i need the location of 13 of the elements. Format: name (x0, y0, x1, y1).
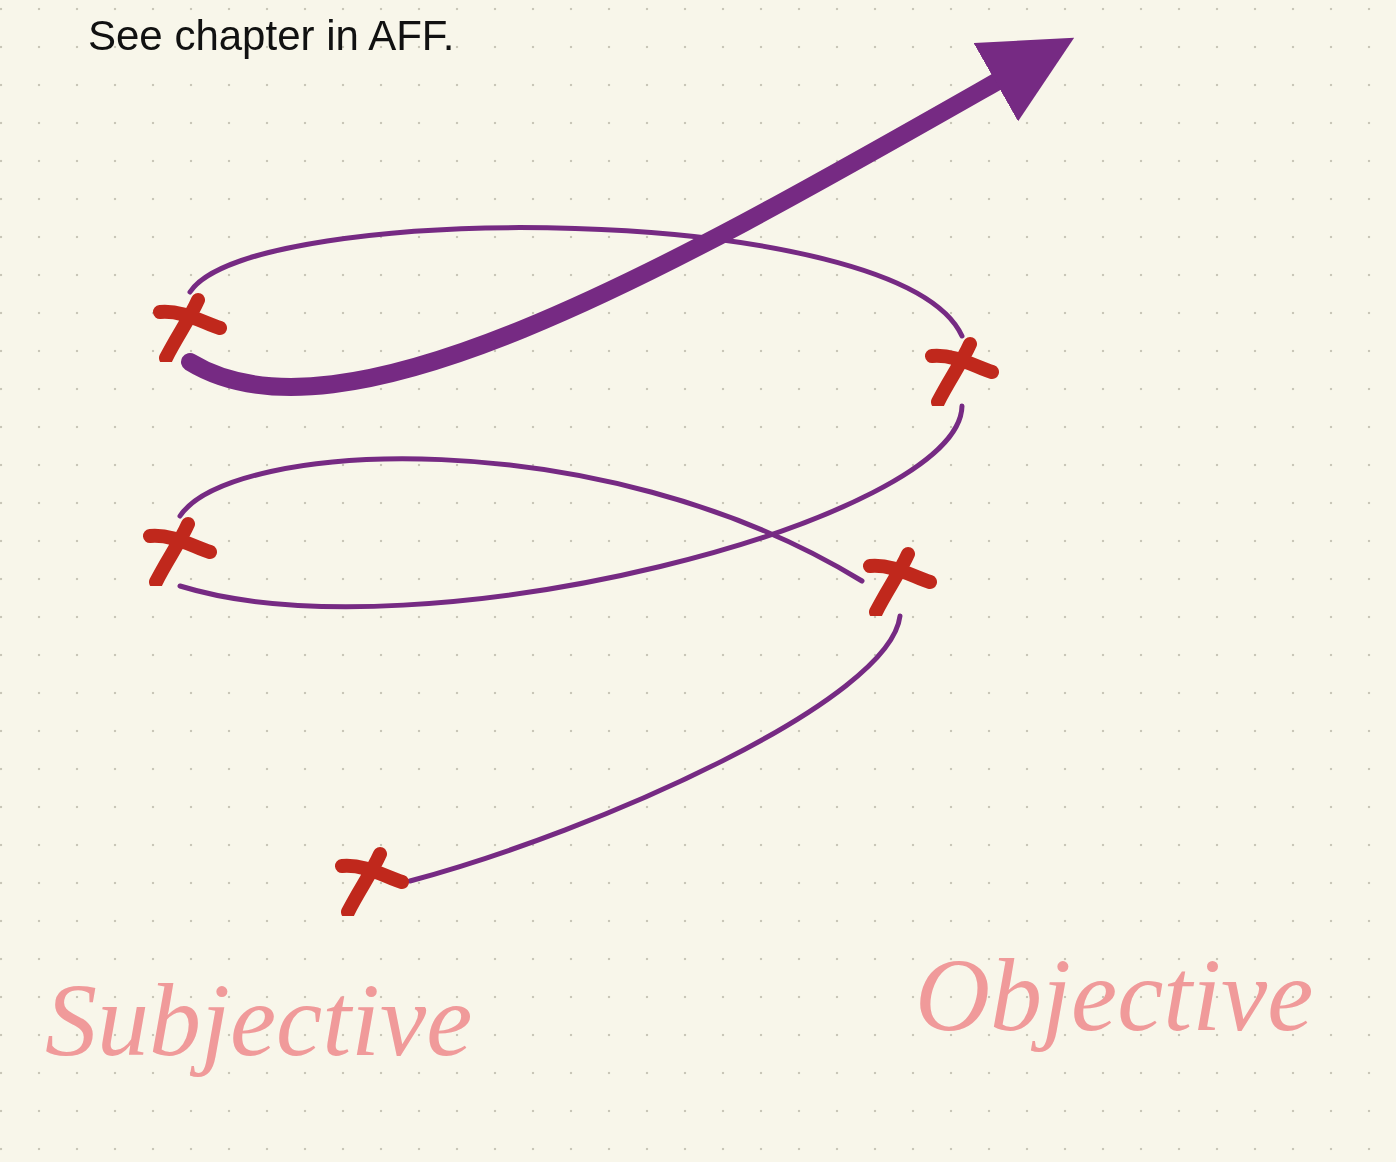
cross-mark (152, 292, 228, 362)
axis-label: Subjective (45, 961, 473, 1079)
cross-mark (334, 846, 410, 916)
axis-label: Objective (915, 936, 1314, 1054)
curved-line (177, 403, 965, 609)
note-text: See chapter in AFF. (88, 12, 455, 60)
cross-mark (924, 336, 1000, 406)
cross-mark (142, 516, 218, 586)
curved-line (187, 225, 965, 339)
curved-arrow (181, 37, 1075, 396)
cross-mark (862, 546, 938, 616)
curved-line (177, 456, 865, 584)
curved-line (407, 613, 903, 884)
